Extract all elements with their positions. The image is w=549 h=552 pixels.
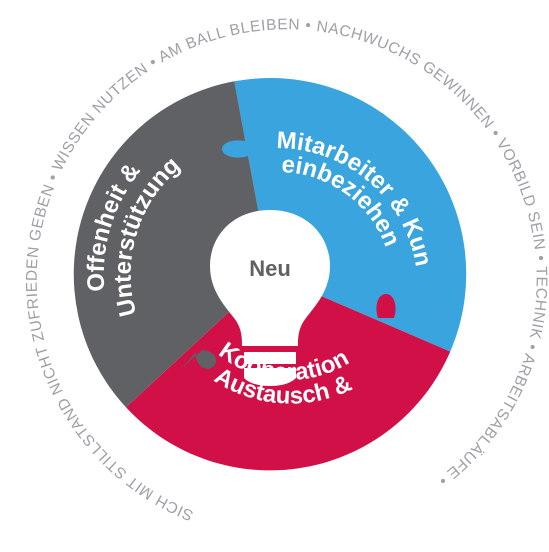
segment-gray xyxy=(73,81,270,408)
puzzle-tab-gray xyxy=(182,350,217,369)
center-label: Neu xyxy=(249,256,291,281)
puzzle-tab-red xyxy=(368,294,404,318)
puzzle-tab-blue xyxy=(222,134,248,162)
lightbulb-icon xyxy=(210,210,330,386)
